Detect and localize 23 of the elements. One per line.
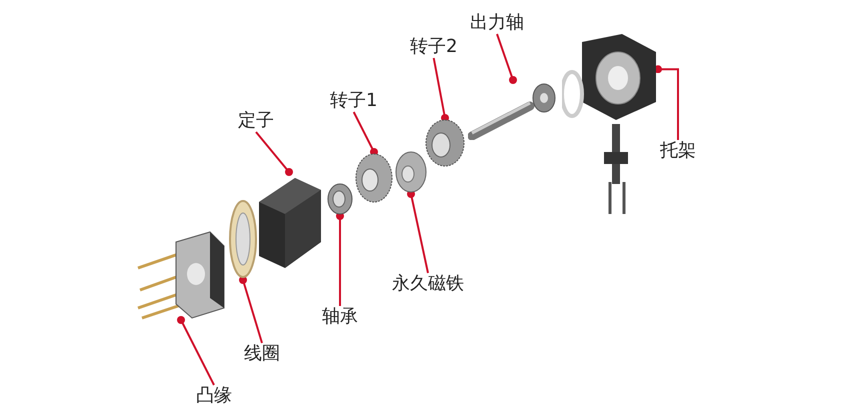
leader-line	[352, 112, 378, 156]
leader-line	[177, 316, 215, 386]
magnet-ring-drawing	[394, 150, 428, 194]
part-label: 出力轴	[470, 12, 524, 34]
leader-line	[407, 190, 429, 274]
part-label: 永久磁铁	[392, 273, 464, 295]
part-label: 线圈	[244, 343, 280, 365]
coil-drawing	[228, 198, 258, 280]
bearing-drawing	[326, 182, 354, 216]
leader-line	[239, 276, 263, 344]
part-label: 托架	[660, 140, 696, 162]
rotor-drawing	[424, 118, 466, 168]
part-label: 凸缘	[196, 385, 232, 407]
rotor-drawing	[354, 152, 394, 204]
leader-line	[336, 212, 344, 306]
leader-line	[496, 34, 517, 84]
part-label: 轴承	[322, 306, 358, 328]
part-label: 转子1	[330, 90, 378, 112]
leader-line	[255, 131, 293, 176]
part-label: 定子	[238, 110, 274, 132]
leader-line	[432, 58, 449, 122]
leader-line	[654, 65, 679, 140]
part-label: 转子2	[410, 36, 458, 58]
